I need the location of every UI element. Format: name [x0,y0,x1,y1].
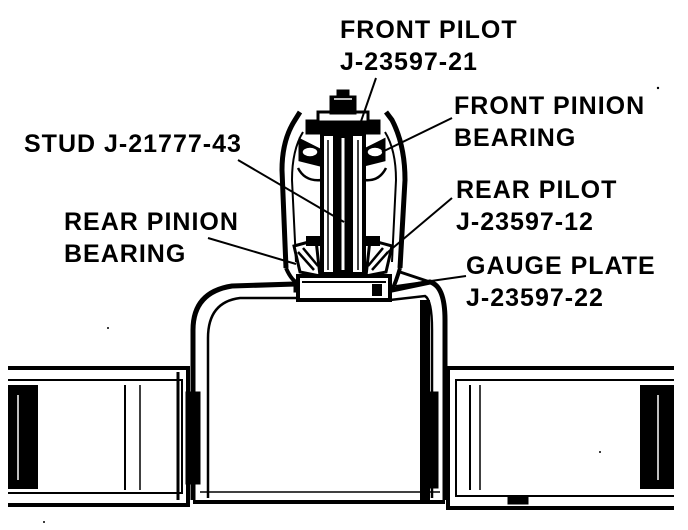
label-rear-pilot: REAR PILOT J-23597-12 [456,174,617,238]
rear-pilot-name: REAR PILOT [456,176,618,204]
leader-lines [207,77,467,287]
leader-gauge-plate [395,275,467,287]
label-front-pilot: FRONT PILOT J-23597-21 [340,14,518,78]
scan-speckles [43,86,660,523]
label-stud: STUD J-21777-43 [24,128,242,160]
left-axle-tube [8,366,201,507]
gauge-plate-name: GAUGE PLATE [466,252,656,280]
front-pilot [305,89,381,135]
rear-pilot-part-number: J-23597-12 [456,208,594,236]
leader-rear-pinion-bearing [207,237,297,265]
gauge-plate-part-number: J-23597-22 [466,284,604,312]
leader-stud [237,159,345,223]
rear-pinion-bearing-line1: REAR PINION [64,208,239,236]
gauge-plate [296,274,392,302]
label-front-pinion-bearing: FRONT PINION BEARING [454,90,645,154]
stud-shaft [320,132,366,276]
leader-front-pinion-bearing [381,117,453,153]
carrier-housing [190,279,448,504]
leader-rear-pilot [387,197,453,253]
front-pinion-bearing-line1: FRONT PINION [454,92,646,120]
leader-front-pilot [357,77,377,131]
front-pilot-name: FRONT PILOT [340,16,518,44]
label-rear-pinion-bearing: REAR PINION BEARING [64,206,239,270]
pinion-nose-housing [279,110,431,291]
rear-pinion-bearing-line2: BEARING [64,240,187,268]
label-gauge-plate: GAUGE PLATE J-23597-22 [466,250,656,314]
front-pinion-bearing-line2: BEARING [454,124,577,152]
right-axle-tube [423,366,674,510]
stud-text: STUD J-21777-43 [24,130,242,158]
front-pilot-part-number: J-23597-21 [340,48,478,76]
